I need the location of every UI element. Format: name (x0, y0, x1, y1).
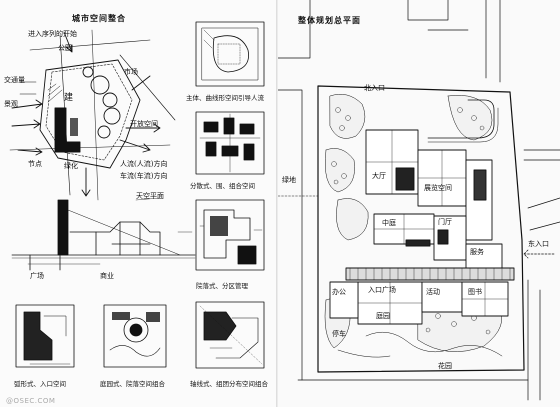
thumb-5 (103, 304, 167, 368)
tree-dots (331, 107, 491, 335)
caption-courtyard: 院落式、分区管理 (196, 282, 248, 290)
label-building: 建 (64, 93, 74, 103)
building-blocks (329, 129, 515, 325)
label-parking: 停车 (332, 330, 346, 338)
label-garden: 庭园 (376, 312, 390, 320)
label-landscape: 景观 (4, 100, 18, 108)
label-traffic-volume: 交通量 (4, 76, 25, 84)
label-courtyard: 中庭 (382, 219, 396, 227)
label-node: 节点 (28, 160, 42, 168)
thumb-6 (195, 301, 265, 369)
label-north-entry: 北入口 (364, 84, 385, 92)
label-entry-sequence: 进入序列的开始 (28, 30, 77, 38)
caption-garden: 庭园式、院落空间组合 (100, 380, 165, 388)
caption-separated: 分散式、围、组合空间 (190, 182, 255, 190)
left-page-title: 城市空间整合 (72, 13, 126, 23)
label-vehicle-dir: 车流(车流)方向 (120, 172, 168, 180)
thumb-3 (195, 199, 265, 271)
label-exhibition: 展览空间 (424, 184, 452, 192)
label-hall: 大厅 (372, 172, 386, 180)
label-entrance-court: 入口广场 (368, 286, 396, 294)
label-green-belt: 绿化 (64, 162, 78, 170)
label-green: 绿地 (282, 176, 296, 184)
label-east-entry: 东入口 (528, 240, 549, 248)
street-grid (278, 0, 560, 401)
label-services: 服务 (470, 248, 484, 256)
label-sky-plane: 天空平面 (136, 192, 164, 200)
label-open-space: 开放空间 (130, 120, 158, 128)
label-library: 图书 (468, 288, 482, 296)
label-traffic-flow-dir: 人流(人流)方向 (120, 160, 168, 168)
label-park: 公园 (58, 44, 72, 52)
thumb-4 (15, 304, 75, 368)
east-entry-arrow (523, 249, 555, 259)
label-lobby: 门厅 (438, 218, 452, 226)
site-boundary (317, 85, 525, 373)
book-gutter (276, 0, 278, 407)
label-office: 办公 (332, 288, 346, 296)
label-south-garden: 花园 (438, 362, 452, 370)
thumb-1 (195, 21, 265, 87)
watermark: @OSEC.COM (6, 397, 56, 405)
thumb-2 (195, 111, 265, 175)
section-sketch (11, 197, 196, 271)
left-page: 城市空间整合 进入序列的开始 公园 市场 交通量 景观 开放空间 建 节点 绿化… (0, 0, 277, 407)
caption-enclosed: 主体、曲线形空间引导人流 (186, 94, 264, 102)
left-page-sketches (9, 21, 265, 369)
caption-axis-form: 轴线式、组团分布空间组合 (190, 380, 268, 388)
urban-site-plan (9, 29, 176, 201)
label-plaza: 广场 (30, 272, 44, 280)
label-commercial: 商业 (100, 272, 114, 280)
right-page: 整体规划总平面 北入口 绿地 大厅 展览空间 中庭 门厅 服务 入口广场 东入口… (278, 0, 560, 407)
right-page-title: 整体规划总平面 (298, 15, 361, 25)
curved-drive (427, 99, 495, 139)
label-activity: 活动 (426, 288, 440, 296)
site-master-plan (278, 0, 560, 401)
caption-arc-form: 弧形式、入口空间 (14, 380, 66, 388)
label-market: 市场 (124, 68, 138, 76)
